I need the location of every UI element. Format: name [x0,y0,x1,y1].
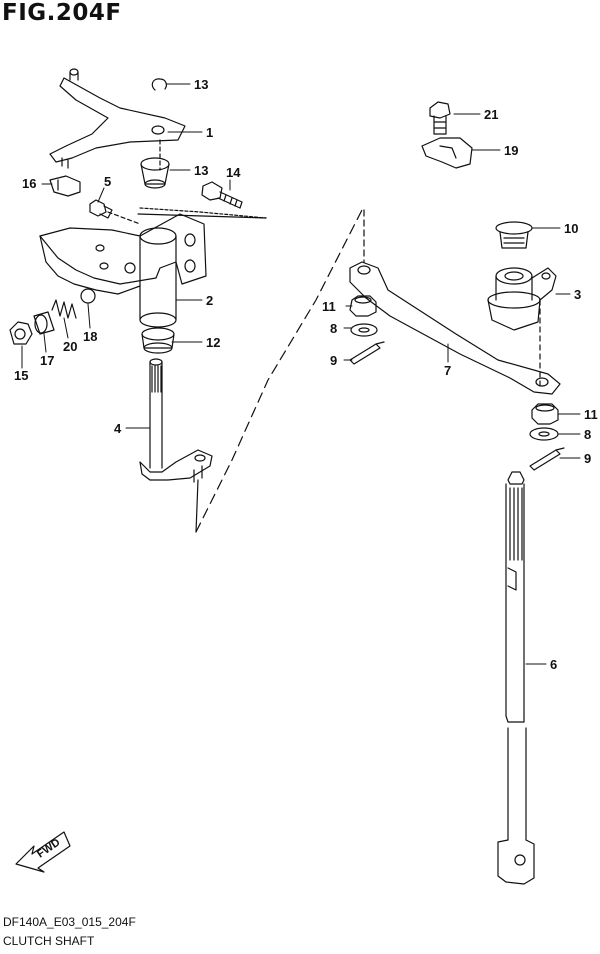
callout-2: 2 [206,293,213,308]
callout-11-left: 11 [322,299,336,314]
bolt-14 [201,181,243,209]
spring-20 [51,299,77,319]
callout-3: 3 [574,287,581,302]
shift-arm-boss-3 [487,267,557,387]
clamp-19 [421,137,473,169]
callout-7: 7 [444,363,451,378]
plug-15 [9,321,33,345]
nut-11-right [531,403,559,425]
washer-8-right [529,427,559,441]
cotter-pin-9-right [529,447,565,471]
clip-16 [49,175,81,197]
callout-1: 1 [206,125,213,140]
fwd-label: FWD [35,837,63,861]
clip-13-upper [151,78,167,91]
bolt-21 [429,101,451,135]
bushing-12 [141,327,175,354]
callout-16: 16 [22,176,36,191]
clutch-bracket-housing [39,213,207,328]
callout-12: 12 [206,335,220,350]
callout-14: 14 [226,165,241,180]
callout-9-left: 9 [330,353,337,368]
bushing-13-lower [140,157,170,189]
callout-10: 10 [564,221,578,236]
callout-13-upper: 13 [194,77,208,92]
shift-lever-plate [49,68,186,169]
callout-5: 5 [104,174,111,189]
callout-17: 17 [40,353,54,368]
callout-8-left: 8 [330,321,337,336]
fwd-arrow-icon [15,831,71,873]
cotter-pin-9-left [349,341,385,365]
callout-15: 15 [14,368,28,383]
callout-8-right: 8 [584,427,591,442]
plug-10 [495,221,533,249]
model-code: DF140A_E03_015_204F [3,915,136,929]
figure-title: FIG.204F [2,0,122,26]
clutch-shaft-6 [497,471,535,885]
washer-8-left [350,323,378,337]
shift-rod-7 [349,209,561,395]
callout-20: 20 [63,339,77,354]
callout-9-right: 9 [584,451,591,466]
callout-13-lower: 13 [194,163,208,178]
callout-6: 6 [550,657,557,672]
grease-nipple-5 [89,199,113,219]
ball-18 [80,288,96,304]
callout-18: 18 [83,329,97,344]
callout-19: 19 [504,143,518,158]
spacer-17 [33,311,55,335]
callout-21: 21 [484,107,498,122]
callout-11-right: 11 [584,407,598,422]
figure-caption: CLUTCH SHAFT [3,934,95,948]
shift-shaft-4 [139,358,213,483]
nut-11-left [349,295,377,317]
callout-4: 4 [114,421,122,436]
